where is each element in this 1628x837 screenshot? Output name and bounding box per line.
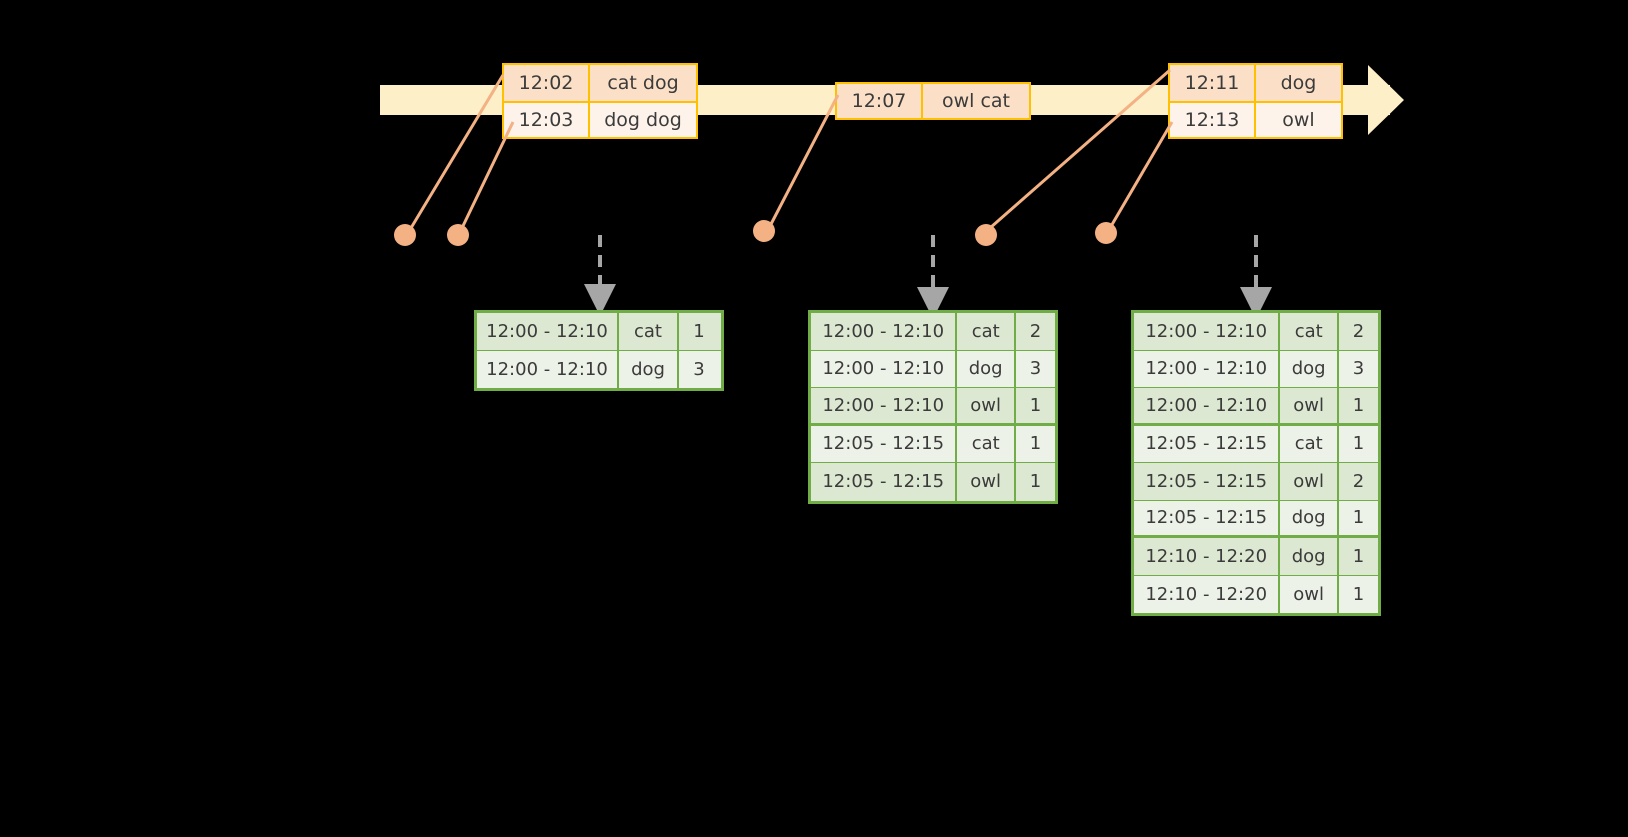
event-words: cat dog (607, 72, 679, 94)
window-cell: 12:00 - 12:10 (1134, 350, 1281, 387)
table-row: 12:05 - 12:15 dog 1 (1134, 500, 1378, 538)
key-cell: cat (619, 313, 679, 350)
key-cell: dog (957, 350, 1016, 387)
count-cell: 1 (1352, 394, 1365, 416)
event-words: dog dog (604, 109, 682, 131)
count-cell: 1 (1352, 545, 1365, 567)
event-words: owl (1282, 109, 1315, 131)
count-cell: 1 (1352, 433, 1365, 455)
event-row: 12:02 cat dog (504, 65, 696, 101)
result-table-3: 12:00 - 12:10 cat 2 12:00 - 12:10 dog 3 … (1131, 310, 1381, 616)
window-cell: 12:10 - 12:20 (1134, 575, 1281, 613)
count-cell: 3 (693, 358, 705, 380)
event-time: 12:13 (1170, 103, 1256, 137)
count-cell: 1 (1352, 507, 1365, 529)
key-cell: dog (1280, 500, 1339, 535)
event-group-2: 12:07 owl cat (835, 82, 1031, 120)
key-cell: cat (1280, 313, 1339, 350)
event-time: 12:03 (504, 103, 590, 137)
count-cell: 1 (1029, 433, 1042, 455)
event-time: 12:07 (837, 84, 923, 118)
event-words: owl cat (941, 90, 1011, 112)
table-row: 12:10 - 12:20 dog 1 (1134, 538, 1378, 576)
window-cell: 12:00 - 12:10 (1134, 388, 1281, 423)
table-row: 12:10 - 12:20 owl 1 (1134, 575, 1378, 613)
window-cell: 12:05 - 12:15 (1134, 500, 1281, 535)
event-marker-dot (753, 220, 775, 242)
event-row: 12:03 dog dog (504, 101, 696, 137)
count-cell: 2 (1352, 470, 1365, 492)
event-group-3: 12:11 dog 12:13 owl (1168, 63, 1343, 139)
table-row: 12:00 - 12:10 cat 2 (811, 313, 1055, 351)
count-cell: 3 (1352, 358, 1365, 380)
table-row: 12:00 - 12:10 owl 1 (1134, 388, 1378, 426)
window-cell: 12:05 - 12:15 (811, 463, 958, 501)
window-cell: 12:05 - 12:15 (1134, 463, 1281, 500)
key-cell: owl (1280, 388, 1339, 423)
key-cell: owl (1280, 463, 1339, 500)
event-row: 12:11 dog (1170, 65, 1341, 101)
window-cell: 12:10 - 12:20 (1134, 538, 1281, 575)
window-cell: 12:00 - 12:10 (477, 350, 619, 388)
table-row: 12:00 - 12:10 cat 1 (477, 313, 721, 351)
event-marker-dot (447, 224, 469, 246)
event-group-1: 12:02 cat dog 12:03 dog dog (502, 63, 698, 139)
timeline-arrowhead-icon (1368, 65, 1404, 135)
count-cell: 2 (1029, 320, 1042, 342)
event-marker-dot (394, 224, 416, 246)
key-cell: dog (1280, 350, 1339, 387)
window-cell: 12:00 - 12:10 (1134, 313, 1281, 350)
table-row: 12:05 - 12:15 cat 1 (811, 425, 1055, 463)
table-row: 12:05 - 12:15 cat 1 (1134, 425, 1378, 463)
table-row: 12:00 - 12:10 cat 2 (1134, 313, 1378, 351)
count-cell: 1 (693, 320, 705, 342)
event-time: 12:02 (504, 65, 590, 101)
event-words: dog (1280, 72, 1317, 94)
count-cell: 1 (1352, 583, 1365, 605)
window-cell: 12:00 - 12:10 (811, 313, 958, 350)
table-row: 12:00 - 12:10 dog 3 (1134, 350, 1378, 388)
key-cell: cat (957, 425, 1016, 462)
window-cell: 12:05 - 12:15 (811, 425, 958, 462)
event-row: 12:07 owl cat (837, 84, 1029, 118)
event-row: 12:13 owl (1170, 101, 1341, 137)
count-cell: 2 (1352, 320, 1365, 342)
window-cell: 12:00 - 12:10 (811, 350, 958, 387)
window-cell: 12:05 - 12:15 (1134, 425, 1281, 462)
window-cell: 12:00 - 12:10 (811, 388, 958, 423)
count-cell: 1 (1029, 471, 1042, 493)
table-row: 12:00 - 12:10 dog 3 (811, 350, 1055, 388)
key-cell: cat (1280, 425, 1339, 462)
key-cell: dog (619, 350, 679, 388)
event-marker-dot (1095, 222, 1117, 244)
count-cell: 1 (1029, 394, 1042, 416)
key-cell: owl (957, 388, 1016, 423)
event-marker-dot (975, 224, 997, 246)
table-row: 12:00 - 12:10 dog 3 (477, 350, 721, 388)
key-cell: owl (957, 463, 1016, 501)
table-row: 12:00 - 12:10 owl 1 (811, 388, 1055, 426)
result-table-1: 12:00 - 12:10 cat 1 12:00 - 12:10 dog 3 (474, 310, 724, 391)
count-cell: 3 (1029, 358, 1042, 380)
table-row: 12:05 - 12:15 owl 1 (811, 463, 1055, 501)
key-cell: dog (1280, 538, 1339, 575)
window-cell: 12:00 - 12:10 (477, 313, 619, 350)
event-time: 12:11 (1170, 65, 1256, 101)
table-row: 12:05 - 12:15 owl 2 (1134, 463, 1378, 501)
key-cell: cat (957, 313, 1016, 350)
result-table-2: 12:00 - 12:10 cat 2 12:00 - 12:10 dog 3 … (808, 310, 1058, 504)
key-cell: owl (1280, 575, 1339, 613)
